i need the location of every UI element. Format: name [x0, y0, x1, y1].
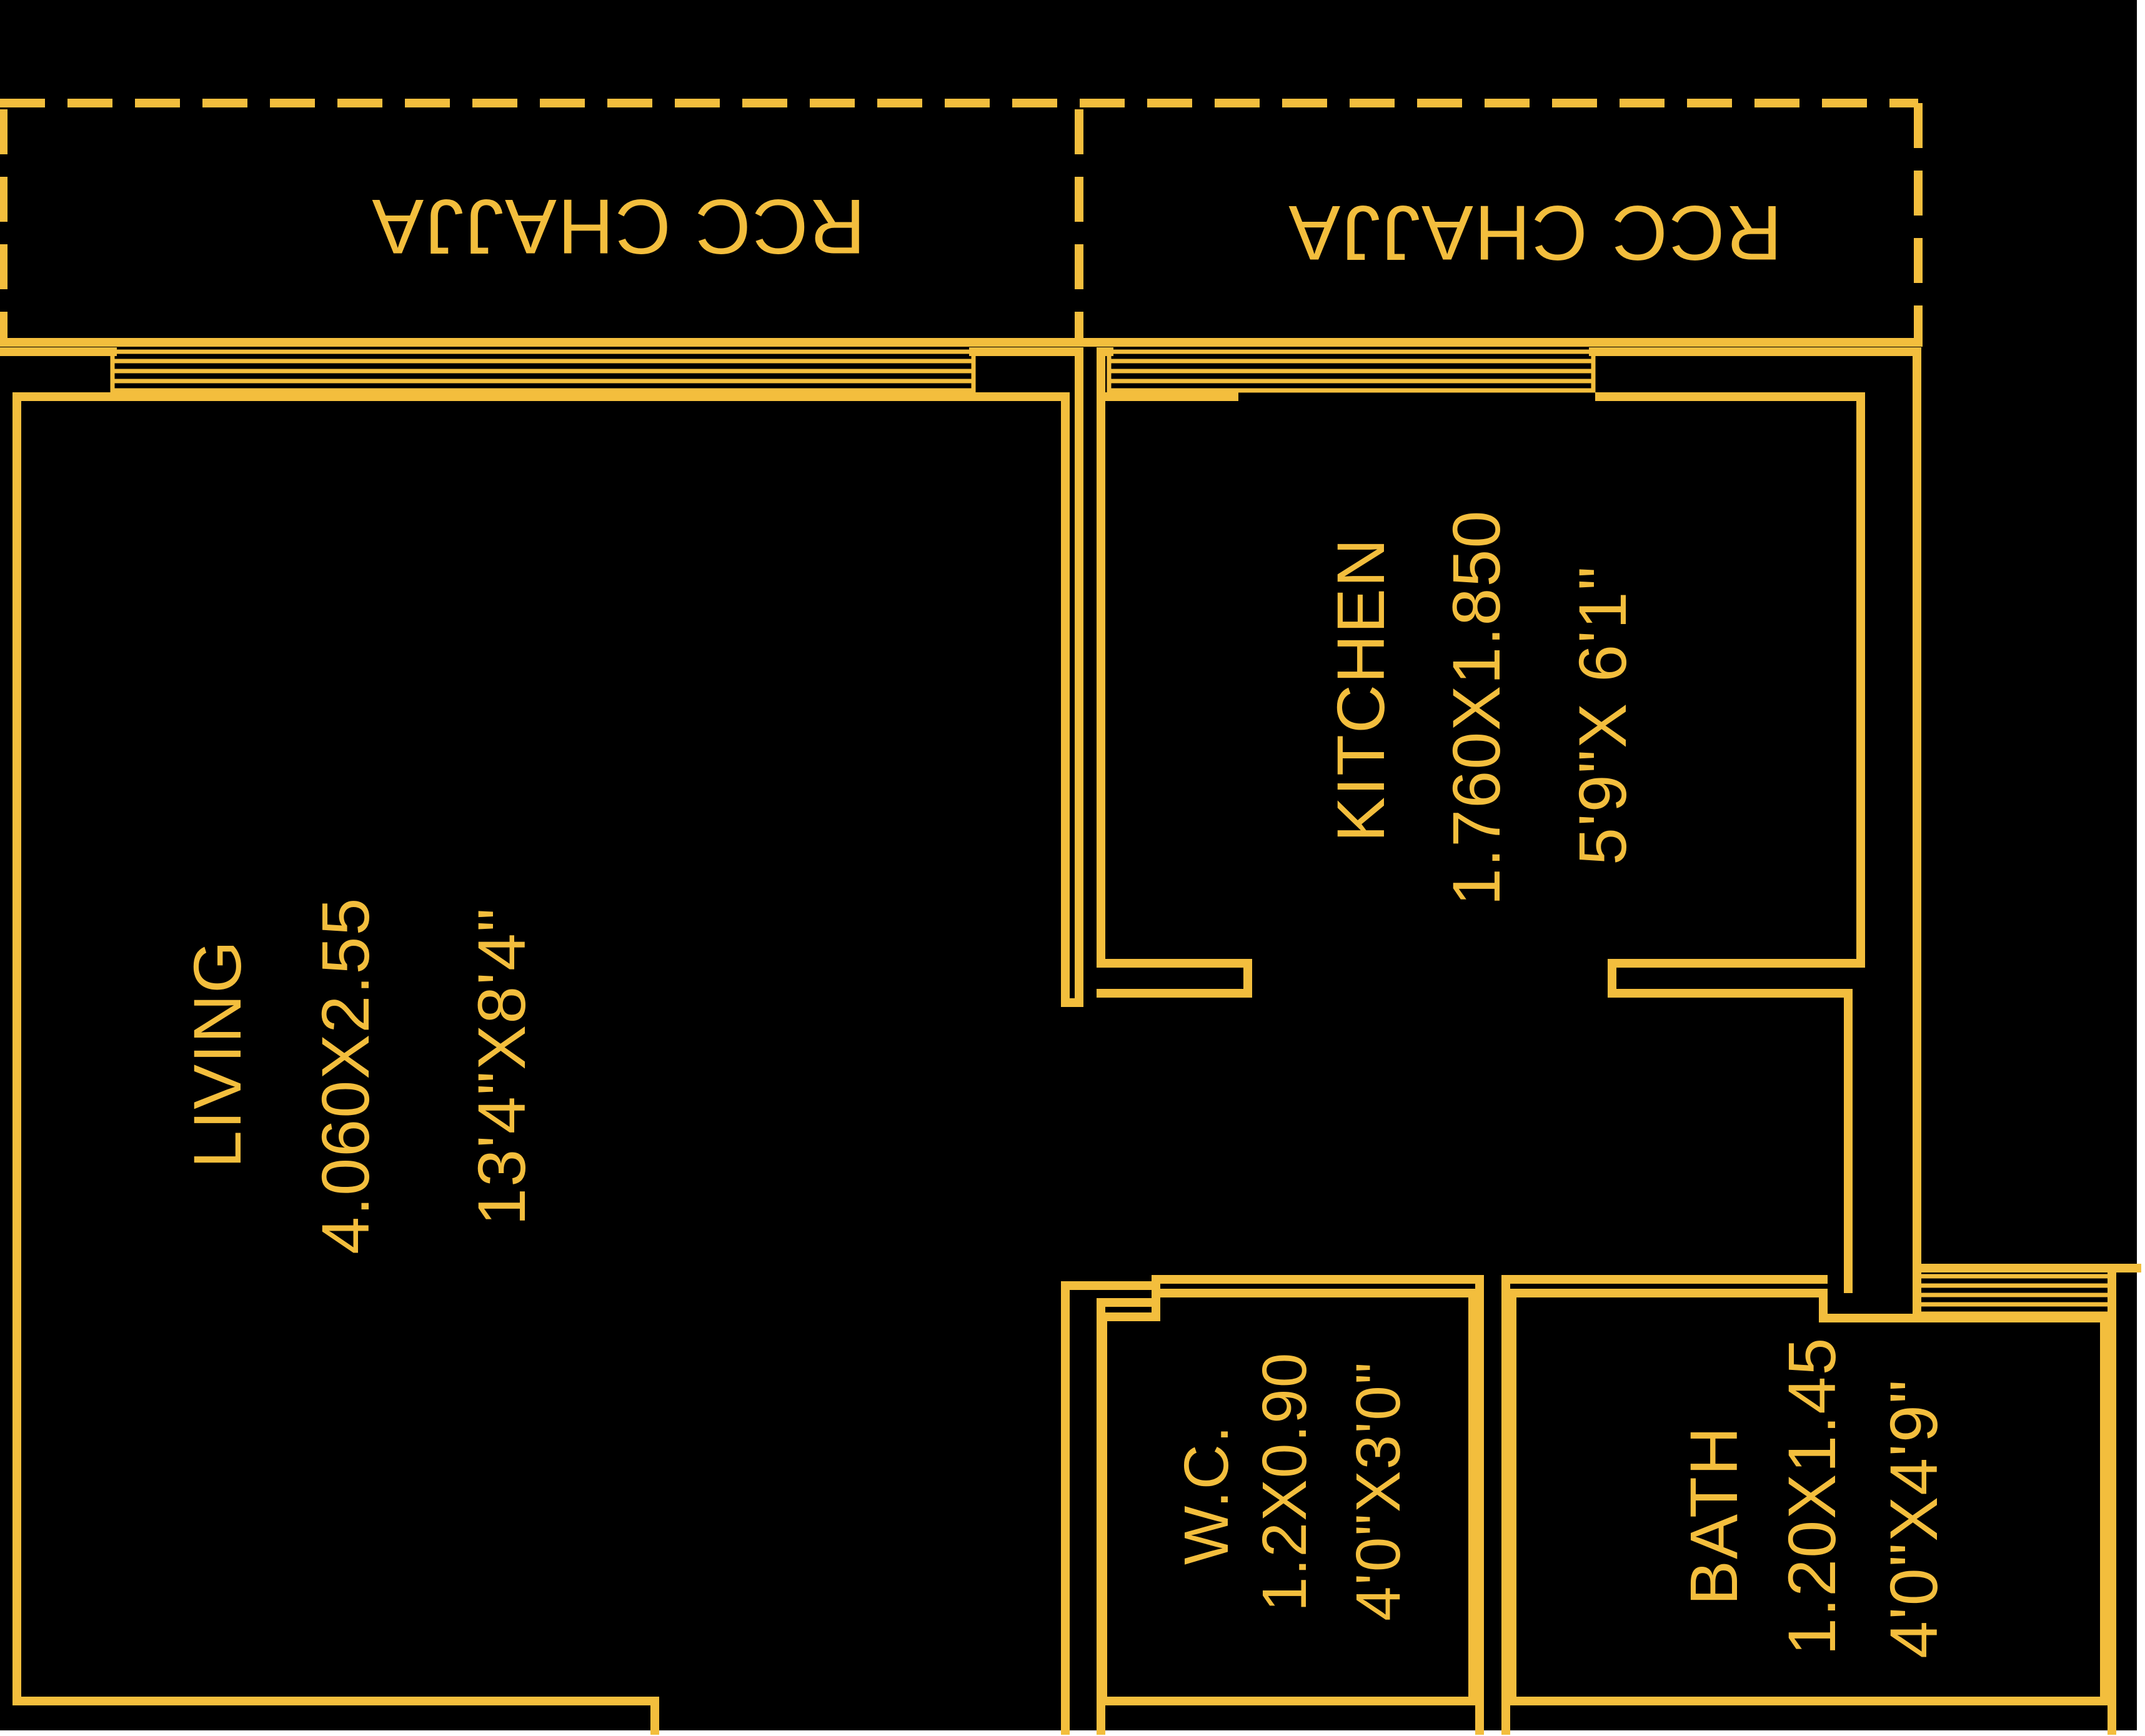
room-wc: W.C. 1.2X0.90 4'0"X3'0": [1172, 1352, 1413, 1621]
room-bath-metric: 1.20X1.45: [1774, 1337, 1849, 1655]
room-kitchen-imperial: 5'9"X 6'1": [1565, 565, 1640, 865]
room-wc-name: W.C.: [1172, 1424, 1242, 1565]
room-bath-name: BATH: [1676, 1426, 1751, 1605]
room-living-imperial: 13'4"X8'4": [464, 907, 539, 1226]
page-margin-right: [2137, 0, 2145, 1736]
room-kitchen-metric: 1.760X1.850: [1438, 509, 1514, 906]
bath-window: [1914, 1274, 2114, 1316]
outer-walls: [0, 347, 2141, 1735]
chajja-label-left: RCC CHAJJA: [371, 183, 865, 269]
living-window: [110, 349, 976, 393]
room-bath-imperial: 4'0"X4'9": [1876, 1379, 1951, 1659]
room-living-metric: 4.060X2.55: [307, 897, 383, 1255]
kitchen-window: [1107, 349, 1596, 393]
room-wc-metric: 1.2X0.90: [1250, 1352, 1320, 1612]
room-living-name: LIVING: [179, 940, 255, 1168]
chajja-label-right: RCC CHAJJA: [1287, 189, 1782, 275]
chajja-outline: [0, 99, 1923, 347]
toilet-walls: [1061, 1275, 2109, 1735]
page-margin-bottom: [0, 1730, 2145, 1736]
room-kitchen: KITCHEN 1.760X1.850 5'9"X 6'1": [1323, 509, 1640, 906]
room-bath: BATH 1.20X1.45 4'0"X4'9": [1676, 1337, 1951, 1659]
room-living: LIVING 4.060X2.55 13'4"X8'4": [179, 897, 539, 1255]
room-wc-imperial: 4'0"X3'0": [1343, 1361, 1413, 1621]
room-kitchen-name: KITCHEN: [1323, 537, 1398, 842]
